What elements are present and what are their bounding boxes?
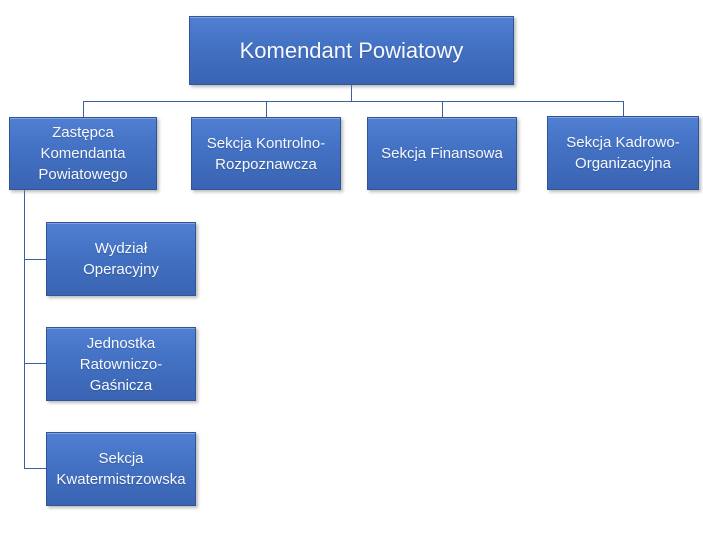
org-node-label: Komendant Powiatowy xyxy=(239,37,464,63)
connector-drop-kadrowo xyxy=(623,101,624,116)
connector-branch-operacyjny xyxy=(24,259,46,260)
connector-drop-finansowa xyxy=(442,101,443,117)
org-node-label: Sekcja Kadrowo- Organizacyjna xyxy=(566,134,680,172)
connector-root-stub xyxy=(351,85,352,101)
org-node-komendant-powiatowy: Komendant Powiatowy xyxy=(189,16,514,85)
org-node-label: Sekcja Finansowa xyxy=(381,145,503,162)
org-node-sekcja-kontrolno-rozpoznawcza: Sekcja Kontrolno- Rozpoznawcza xyxy=(191,117,341,190)
org-node-label: Wydział Operacyjny xyxy=(83,240,159,278)
connector-zastepca-trunk xyxy=(24,190,25,468)
org-node-label: Sekcja Kwatermistrzowska xyxy=(56,450,186,488)
connector-branch-jrg xyxy=(24,363,46,364)
org-node-label: Sekcja Kontrolno- Rozpoznawcza xyxy=(206,134,326,173)
org-node-label: Zastępca Komendanta Powiatowego xyxy=(38,124,128,183)
org-node-sekcja-finansowa: Sekcja Finansowa xyxy=(367,117,517,190)
org-node-sekcja-kadrowo-organizacyjna: Sekcja Kadrowo- Organizacyjna xyxy=(547,116,699,190)
connector-drop-kontrolno xyxy=(266,101,267,117)
org-node-label: Jednostka Ratowniczo- Gaśnicza xyxy=(79,334,163,394)
connector-drop-zastepca xyxy=(83,101,84,117)
connector-branch-kwatermistrzowska xyxy=(24,468,46,469)
org-node-zastepca-komendanta: Zastępca Komendanta Powiatowego xyxy=(9,117,157,190)
org-node-wydzial-operacyjny: Wydział Operacyjny xyxy=(46,222,196,296)
connector-level2-rail xyxy=(83,101,624,102)
org-node-sekcja-kwatermistrzowska: Sekcja Kwatermistrzowska xyxy=(46,432,196,506)
org-node-jednostka-ratowniczo-gasnicza: Jednostka Ratowniczo- Gaśnicza xyxy=(46,327,196,401)
